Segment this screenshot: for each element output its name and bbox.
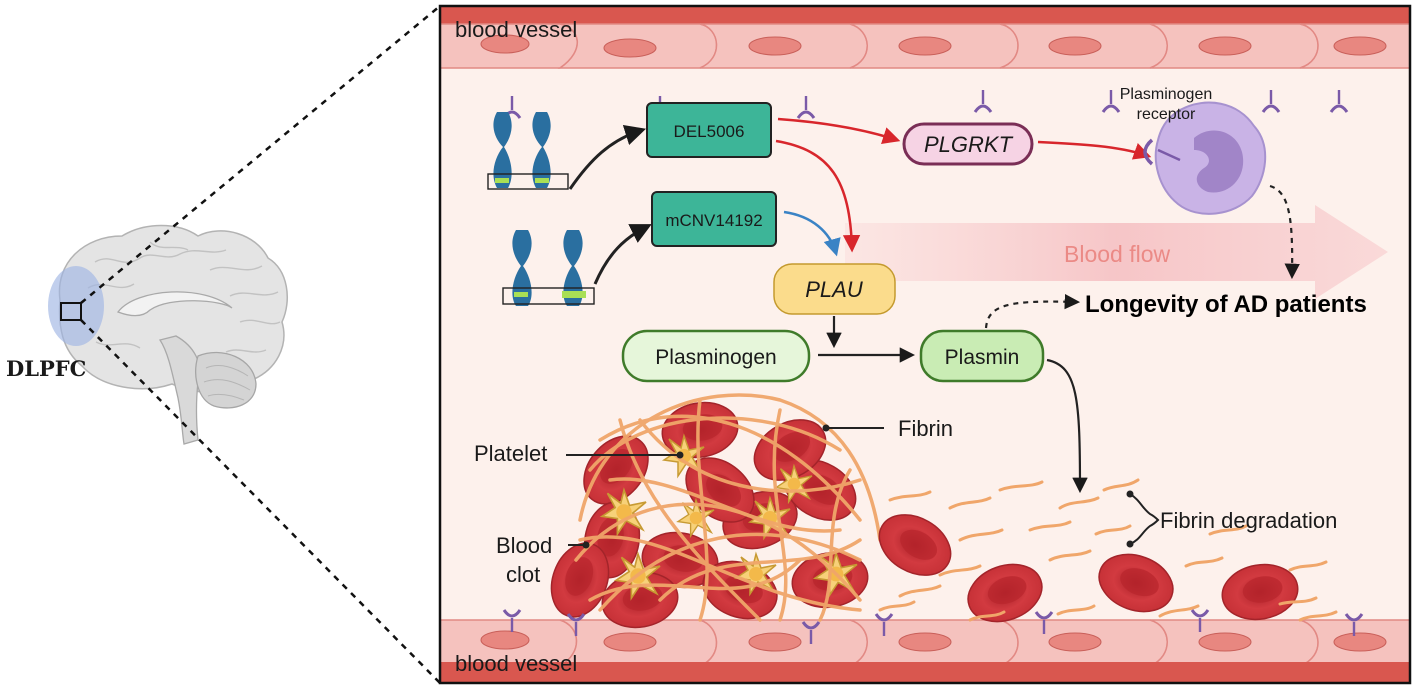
arrow-chr2-to-mcnv14192: [593, 224, 652, 285]
endothelium-bottom: [439, 619, 1411, 667]
brain-stem: [158, 335, 201, 445]
arrow-chr1-to-del5006: [568, 124, 647, 190]
vessel-wall-top: [440, 6, 1410, 28]
zoom-line-top: [80, 5, 441, 304]
panel-border: [438, 4, 1412, 685]
arrow-plasmin-to-longevity: [984, 293, 1081, 329]
receptor-label-line2: receptor: [1137, 106, 1196, 123]
arrow-plgrkt-to-receptor: [1037, 140, 1152, 160]
chromosome-pair-1: [487, 112, 569, 190]
immune-cell: [1154, 101, 1267, 215]
plasmin-label: Plasmin: [945, 346, 1020, 369]
arrow-plasmin-to-degradation: [1046, 358, 1088, 494]
fibrin-degradation-label: Fibrin degradation: [1160, 508, 1337, 533]
arrow-mcnv14192-to-plau: [783, 210, 841, 257]
del5006-box: [646, 102, 772, 158]
receptor-label-line1: Plasminogen: [1120, 86, 1213, 103]
arrow-del5006-to-plau: [775, 139, 861, 253]
blood-clot: [540, 393, 882, 634]
blood-clot-label-line2: clot: [506, 562, 540, 587]
degradation-bracket: [1129, 493, 1160, 545]
cerebellum-folia: [203, 365, 251, 401]
dlpfc-zoom-box: [60, 302, 82, 321]
chromosome-pair-2: [502, 230, 595, 306]
zoom-line-bottom: [80, 319, 441, 684]
del5006-label: DEL5006: [674, 122, 745, 141]
platelet-label: Platelet: [474, 441, 547, 466]
vessel-wall-bottom: [440, 662, 1410, 683]
blood-flow-label: Blood flow: [1064, 241, 1171, 267]
plasmin-box: [919, 329, 1045, 383]
plau-label: PLAU: [805, 277, 863, 302]
plasminogen-receptor: [1143, 138, 1181, 166]
vessel-label-top: blood vessel: [455, 17, 577, 42]
plgrkt-label: PLGRKT: [924, 132, 1014, 157]
plgrkt-box: [902, 122, 1034, 166]
arrow-cell-to-longevity: [1269, 184, 1300, 280]
blood-clot-label-line1: Blood: [496, 533, 552, 558]
endothelium-top: [439, 23, 1411, 120]
plau-box: [773, 263, 896, 315]
corpus-callosum: [116, 291, 233, 317]
plasminogen-box: [621, 329, 811, 383]
fibrin-label: Fibrin: [898, 416, 953, 441]
mcnv14192-box: [651, 191, 777, 247]
vessel-label-bottom: blood vessel: [455, 651, 577, 676]
fibrin-fragments: [878, 478, 1338, 622]
mcnv14192-label: mCNV14192: [665, 211, 762, 230]
longevity-label: Longevity of AD patients: [1085, 291, 1367, 318]
detail-panel: blood vessel b: [438, 4, 1412, 685]
dlpfc-region: [48, 266, 104, 346]
arrow-del5006-to-plgrkt: [777, 117, 901, 145]
brain-illustration: DLPFC: [6, 224, 289, 445]
blood-flow-arrow: [845, 205, 1388, 299]
brain-gyri: [87, 241, 281, 353]
plasminogen-label: Plasminogen: [655, 346, 776, 369]
dlpfc-label: DLPFC: [6, 356, 86, 381]
